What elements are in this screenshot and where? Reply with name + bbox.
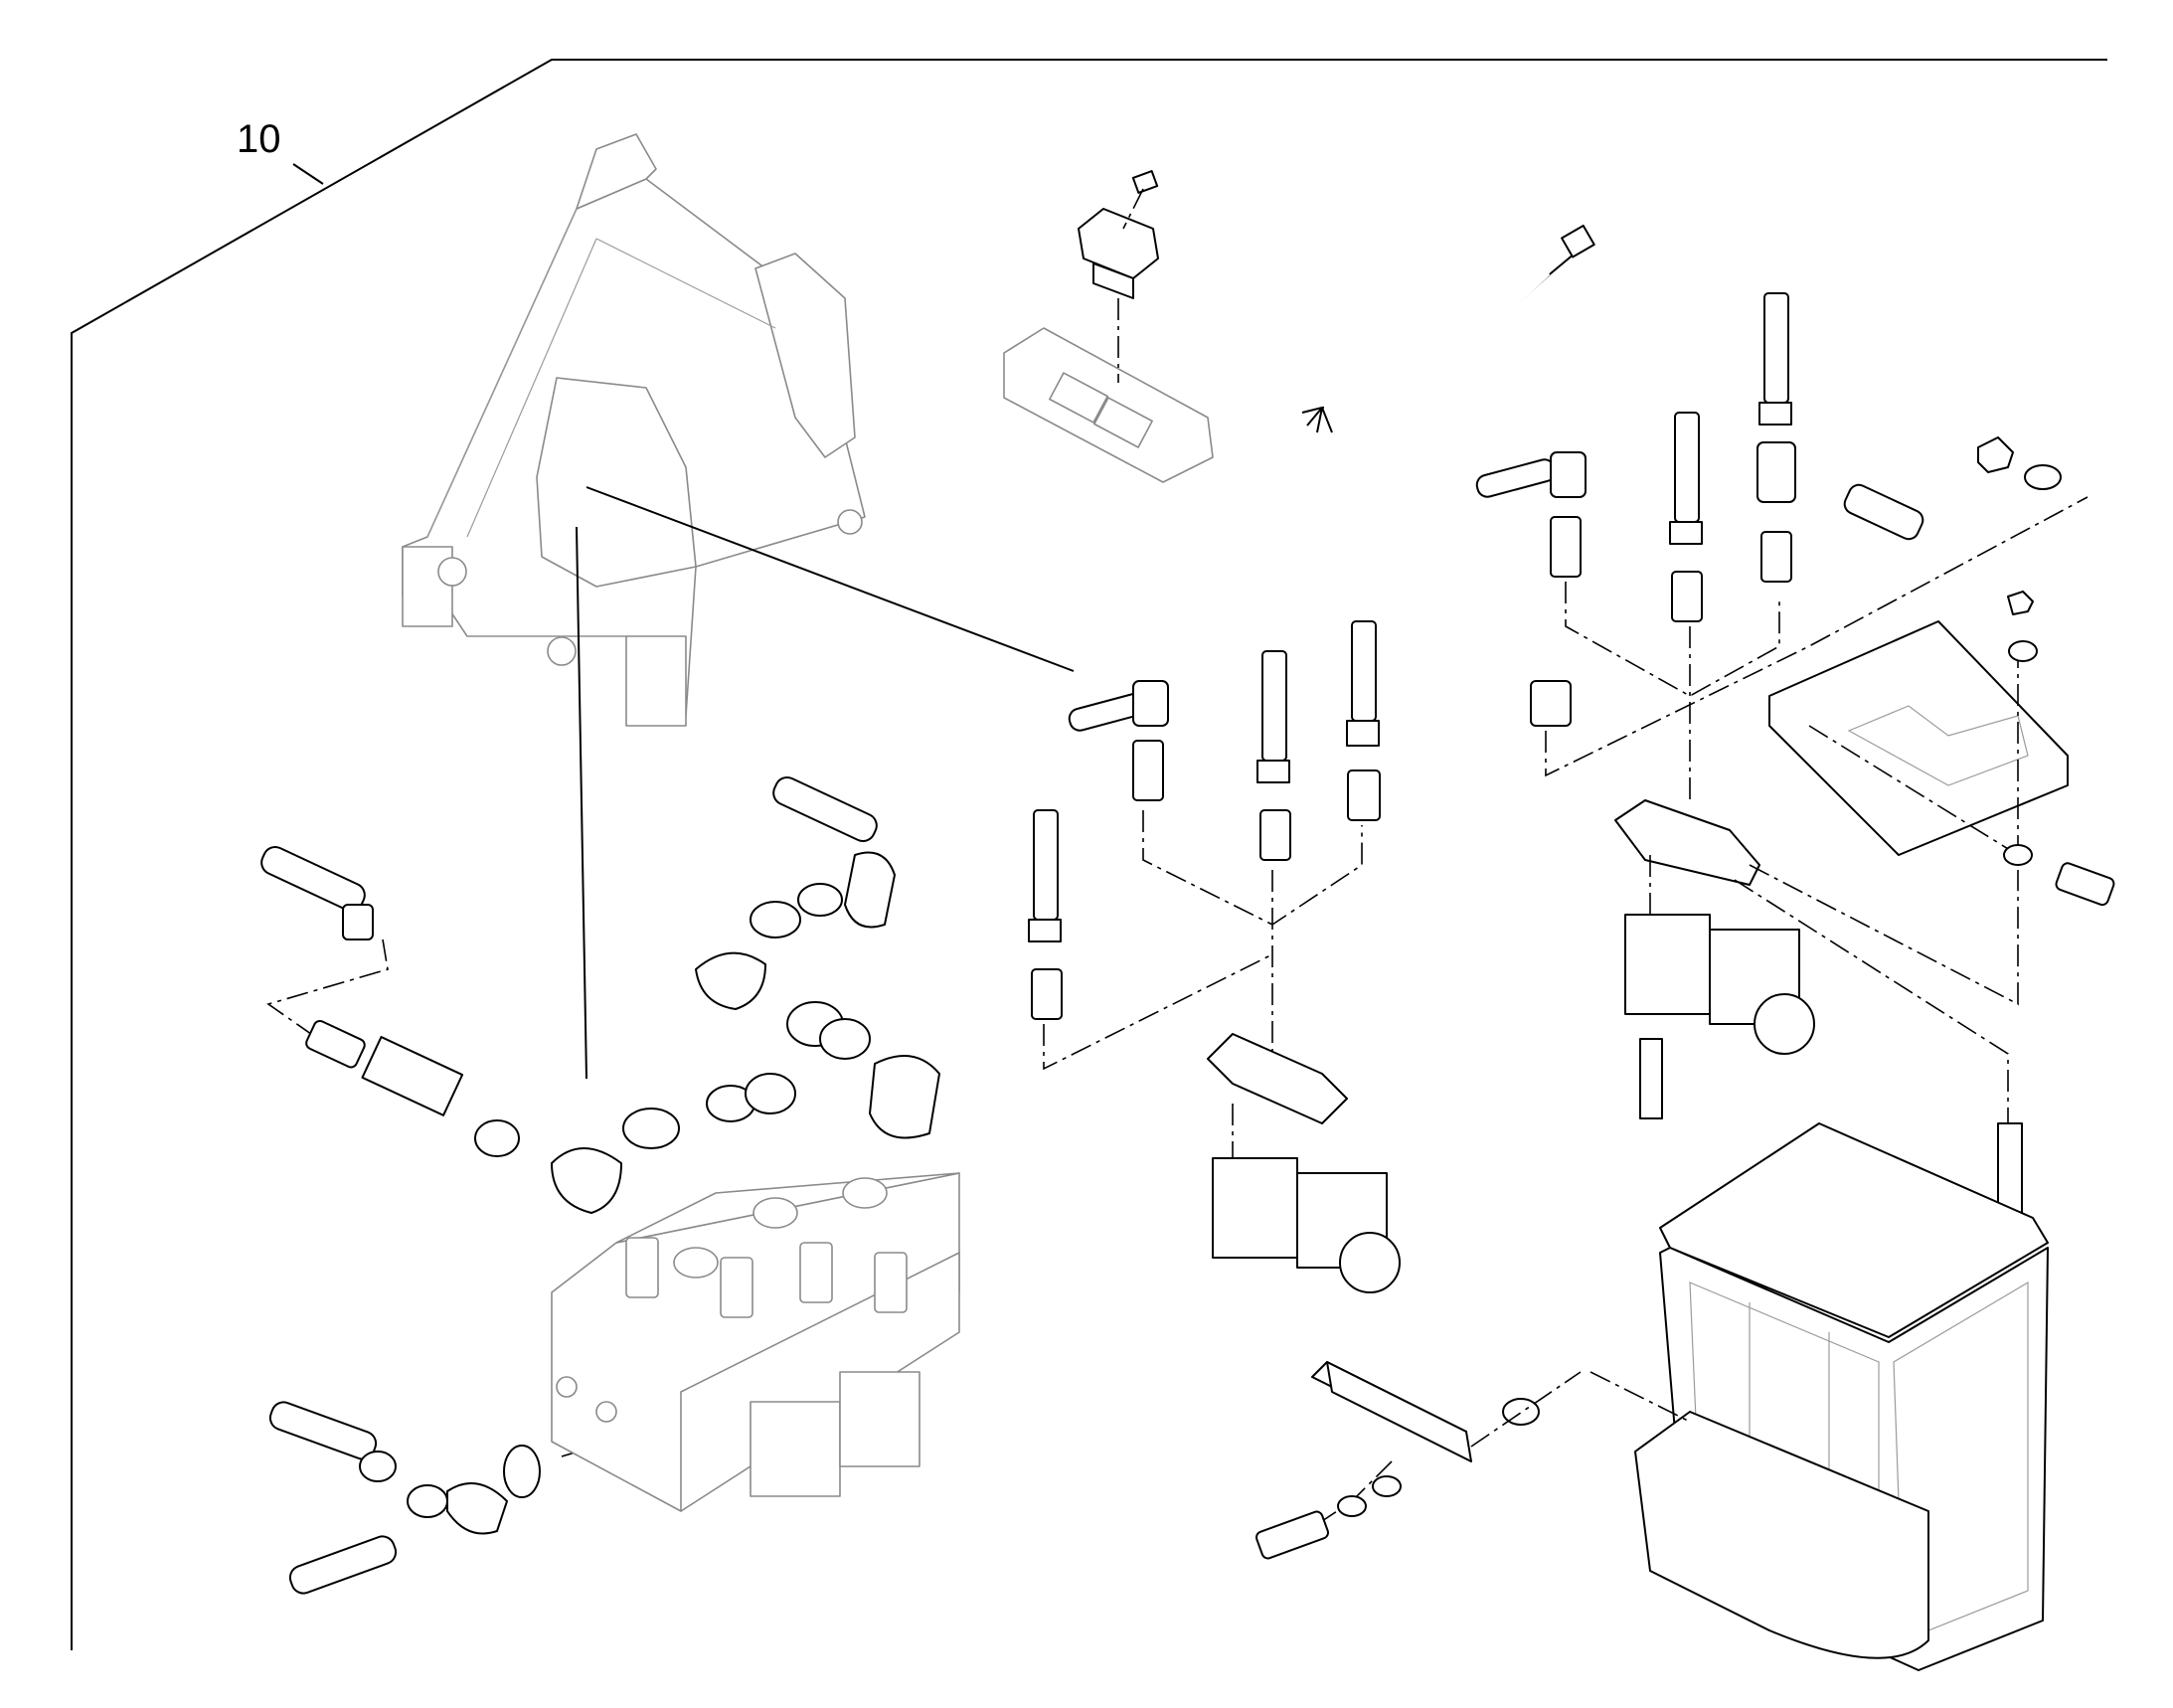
assembly-frame-bracket (71, 59, 2107, 1650)
control-valve-bank (551, 1172, 960, 1512)
leader-line-frame-to-elbow (585, 486, 1075, 672)
hose-assembly-left-upper (695, 776, 940, 1139)
operator-cab (1589, 1122, 2049, 1671)
plug-right (1530, 680, 1572, 727)
swing-frame-ghost (402, 133, 866, 727)
bracket-fasteners (1734, 436, 2115, 1214)
solenoid-valve-center (1207, 1033, 1401, 1293)
elbow-fitting-center (1068, 680, 1169, 801)
rocker-switch-ghost (1003, 327, 1214, 483)
mounting-bracket (1768, 620, 2069, 856)
wiring-harness (1301, 224, 1595, 433)
rocker-switch (1078, 170, 1159, 383)
switch-panel (1255, 1361, 1582, 1560)
elbow-fitting-right (1475, 451, 1587, 578)
leader-line-frame-to-valve (576, 526, 587, 1080)
hose-assembly-left-bottom (268, 1401, 612, 1595)
hose-fitting-center-3 (1028, 809, 1063, 1020)
hose-assembly-left-top (260, 846, 796, 1214)
hose-fitting-center-2 (1346, 620, 1381, 821)
solenoid-valve-right (1614, 799, 1815, 1119)
tee-fitting-right (1756, 292, 1924, 583)
right-dash-connections (1545, 496, 2089, 805)
hose-fitting-center-1 (1256, 650, 1291, 861)
hose-fitting-right-1 (1669, 412, 1703, 622)
callout-label-10: 10 (237, 117, 281, 161)
